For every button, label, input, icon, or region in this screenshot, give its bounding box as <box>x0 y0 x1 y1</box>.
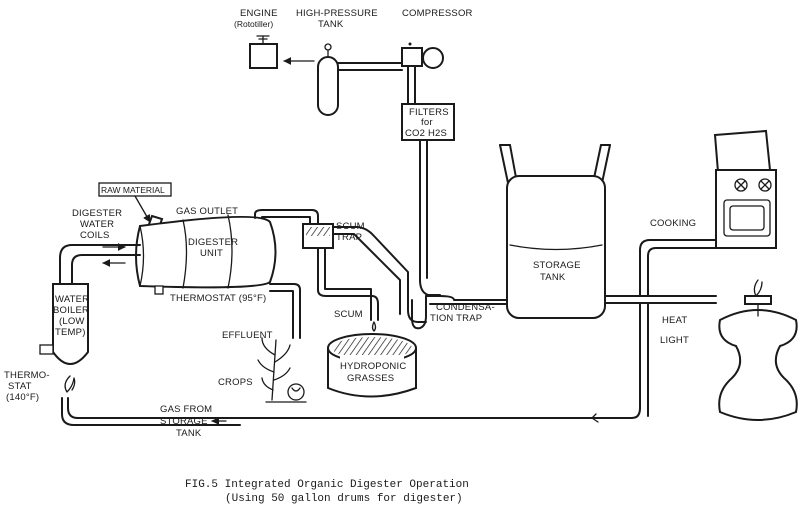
digester-unit-label-2: UNIT <box>200 248 223 259</box>
water-boiler <box>39 283 89 393</box>
high-pressure-tank <box>317 43 339 116</box>
heat-light-pipe <box>239 295 717 423</box>
filters-box <box>401 103 455 141</box>
compressor <box>337 42 444 71</box>
storage-label-1: STORAGE <box>533 260 581 271</box>
hydroponic-label-1: HYDROPONIC <box>340 361 406 372</box>
gas-from-label-2: STORAGE <box>160 416 208 427</box>
condensation-label-2: TION TRAP <box>430 313 482 324</box>
raw-material-box <box>98 182 172 223</box>
gas-stove <box>713 129 777 249</box>
digester-drum <box>135 214 277 289</box>
crops-plant <box>257 337 307 403</box>
storage-tank <box>499 144 611 319</box>
boiler-label-2: BOILER <box>53 305 89 316</box>
cooking-label: COOKING <box>650 218 696 229</box>
light-label: LIGHT <box>660 335 689 346</box>
digester-coils-label-1: DIGESTER <box>72 208 122 219</box>
filters-label-1: FILTERS <box>409 107 449 118</box>
crops-label: CROPS <box>218 377 253 388</box>
scum-trap-label-2: TRAP <box>336 232 362 243</box>
engine <box>249 35 278 69</box>
caption-line-1: FIG.5 Integrated Organic Digester Operat… <box>185 479 469 491</box>
engine-label: ENGINE <box>240 8 278 19</box>
raw-material-label: RAW MATERIAL <box>101 185 165 195</box>
boiler-label-3: (LOW <box>59 316 85 327</box>
labels: ENGINE (Rototiller) HIGH-PRESSURE TANK C… <box>4 8 696 439</box>
thermostat-95 <box>154 285 164 295</box>
gas-lamp <box>718 279 798 421</box>
compressor-label: COMPRESSOR <box>402 8 473 19</box>
filter-to-condensation-pipe <box>419 139 441 296</box>
thermostat-95-label: THERMOSTAT (95°F) <box>170 293 266 304</box>
scum-label: SCUM <box>334 309 363 320</box>
condensation-to-storage-pipe <box>425 295 508 305</box>
condensation-trap <box>411 295 427 330</box>
condensation-label-1: CONDENSA- <box>436 302 495 313</box>
gas-from-label-1: GAS FROM <box>160 404 212 415</box>
thermostat-140-label-1: THERMO- <box>4 370 50 381</box>
engine-sub-label: (Rototiller) <box>234 19 273 29</box>
scum-to-condensation-pipe <box>332 226 427 323</box>
caption-line-2: (Using 50 gallon drums for digester) <box>225 493 463 505</box>
filters-label-3: CO2 H2S <box>405 128 447 139</box>
cooking-pipe <box>639 239 717 297</box>
heat-label: HEAT <box>662 315 687 326</box>
figure-caption: FIG.5 Integrated Organic Digester Operat… <box>185 479 469 505</box>
scum-trap-label-1: SCUM <box>336 221 365 232</box>
hydroponic-tray <box>327 333 417 398</box>
filters-label-2: for <box>421 117 433 128</box>
compressor-filter-pipe <box>407 65 416 105</box>
boiler-label-1: WATER <box>55 294 89 305</box>
thermostat-140-label-2: STAT <box>8 381 32 392</box>
digester-coils-label-2: WATER <box>80 219 114 230</box>
thermostat-140-label-3: (140°F) <box>6 392 39 403</box>
gas-from-label-3: TANK <box>176 428 202 439</box>
digester-coils-label-3: COILS <box>80 230 110 241</box>
hydroponic-label-2: GRASSES <box>347 373 394 384</box>
gas-return-pipe <box>61 397 241 426</box>
scum-outlet-pipe <box>317 247 379 332</box>
digester-water-coils <box>59 243 141 285</box>
tank-label-2: TANK <box>318 19 344 30</box>
effluent-pipe <box>269 283 301 339</box>
storage-label-2: TANK <box>540 272 566 283</box>
boiler-label-4: TEMP) <box>55 327 86 338</box>
tank-label-1: HIGH-PRESSURE <box>296 8 378 19</box>
gas-outlet-label: GAS OUTLET <box>176 206 238 217</box>
scum-trap <box>302 223 334 249</box>
digester-to-scum-pipe <box>254 209 319 225</box>
effluent-label: EFFLUENT <box>222 330 273 341</box>
digester-unit-label-1: DIGESTER <box>188 237 238 248</box>
